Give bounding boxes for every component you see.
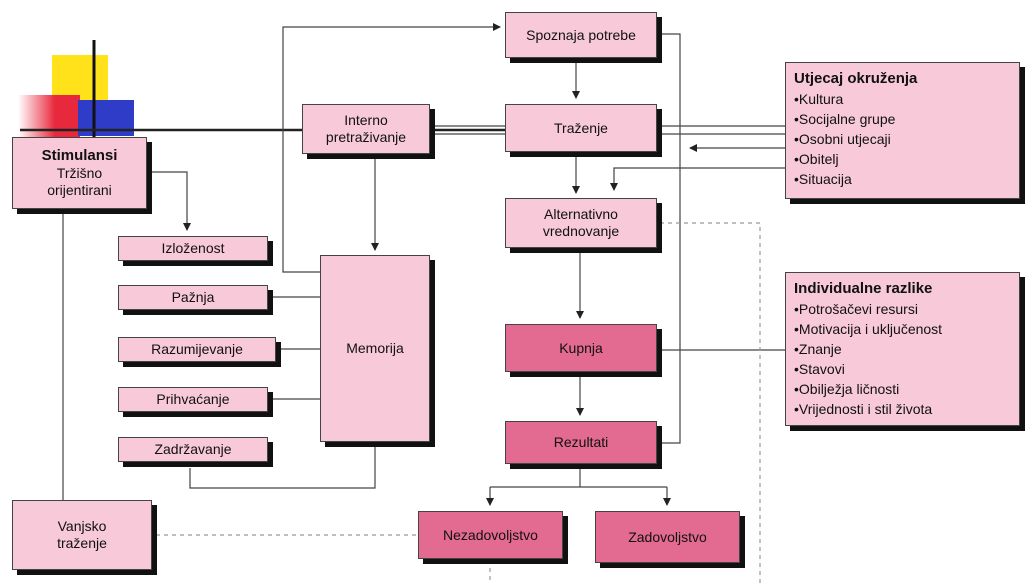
paznja-label: Pažnja xyxy=(171,289,215,306)
prihvacanje-label: Prihvaćanje xyxy=(156,391,230,408)
spoznaja-potrebe-box: Spoznaja potrebe xyxy=(505,12,657,58)
zadovoljstvo-label: Zadovoljstvo xyxy=(628,528,707,545)
list-item: •Obilježja ličnosti xyxy=(794,381,900,397)
zadrzavanje-label: Zadržavanje xyxy=(154,441,232,458)
zadrzavanje-box: Zadržavanje xyxy=(118,437,268,462)
stimulansi-box: Stimulansi Tržišno orijentirani xyxy=(12,137,147,209)
memorija-box: Memorija xyxy=(320,255,430,442)
trazenje-box: Traženje xyxy=(505,104,657,152)
kupnja-label: Kupnja xyxy=(559,339,603,356)
spoznaja-potrebe-label: Spoznaja potrebe xyxy=(526,26,636,43)
nezadovoljstvo-label: Nezadovoljstvo xyxy=(443,526,538,543)
izlozenost-box: Izloženost xyxy=(118,236,268,261)
alternativno-vrednovanje-label: Alternativno vrednovanje xyxy=(542,206,620,239)
razumijevanje-label: Razumijevanje xyxy=(151,341,243,358)
stimulansi-title: Stimulansi xyxy=(41,147,118,165)
trazenje-label: Traženje xyxy=(554,119,608,136)
razumijevanje-box: Razumijevanje xyxy=(118,337,276,362)
prihvacanje-box: Prihvaćanje xyxy=(118,387,268,412)
zadovoljstvo-box: Zadovoljstvo xyxy=(595,511,740,563)
memorija-label: Memorija xyxy=(346,340,404,357)
list-item: •Situacija xyxy=(794,171,852,187)
individualne-razlike-list: •Potrošačevi resursi •Motivacija i uklju… xyxy=(794,299,1011,419)
list-item: •Socijalne grupe xyxy=(794,111,896,127)
list-item: •Motivacija i uključenost xyxy=(794,321,943,337)
utjecaj-okruzenja-list: •Kultura •Socijalne grupe •Osobni utjeca… xyxy=(794,89,1011,189)
list-item: •Kultura xyxy=(794,91,844,107)
list-item: •Vrijednosti i stil života xyxy=(794,401,933,417)
izlozenost-label: Izloženost xyxy=(161,240,225,257)
interno-pretrazivanje-label: Interno pretraživanje xyxy=(325,112,407,145)
kupnja-box: Kupnja xyxy=(505,324,657,372)
individualne-razlike-title: Individualne razlike xyxy=(794,280,933,297)
list-item: •Osobni utjecaji xyxy=(794,131,891,147)
list-item: •Znanje xyxy=(794,341,842,357)
rezultati-label: Rezultati xyxy=(553,434,609,451)
vanjsko-trazenje-label: Vanjsko traženje xyxy=(57,518,107,551)
logo-red-square xyxy=(18,95,80,139)
nezadovoljstvo-box: Nezadovoljstvo xyxy=(418,511,563,559)
stimulansi-subtitle: Tržišno orijentirani xyxy=(47,165,112,198)
utjecaj-okruzenja-panel: Utjecaj okruženja •Kultura •Socijalne gr… xyxy=(785,62,1020,199)
paznja-box: Pažnja xyxy=(118,285,268,310)
utjecaj-okruzenja-title: Utjecaj okruženja xyxy=(794,70,918,87)
rezultati-box: Rezultati xyxy=(505,421,657,464)
alternativno-vrednovanje-box: Alternativno vrednovanje xyxy=(505,198,657,248)
list-item: •Obitelj xyxy=(794,151,839,167)
interno-pretrazivanje-box: Interno pretraživanje xyxy=(302,104,430,154)
list-item: •Stavovi xyxy=(794,361,845,377)
list-item: •Potrošačevi resursi xyxy=(794,301,918,317)
individualne-razlike-panel: Individualne razlike •Potrošačevi resurs… xyxy=(785,272,1020,426)
vanjsko-trazenje-box: Vanjsko traženje xyxy=(12,500,152,570)
